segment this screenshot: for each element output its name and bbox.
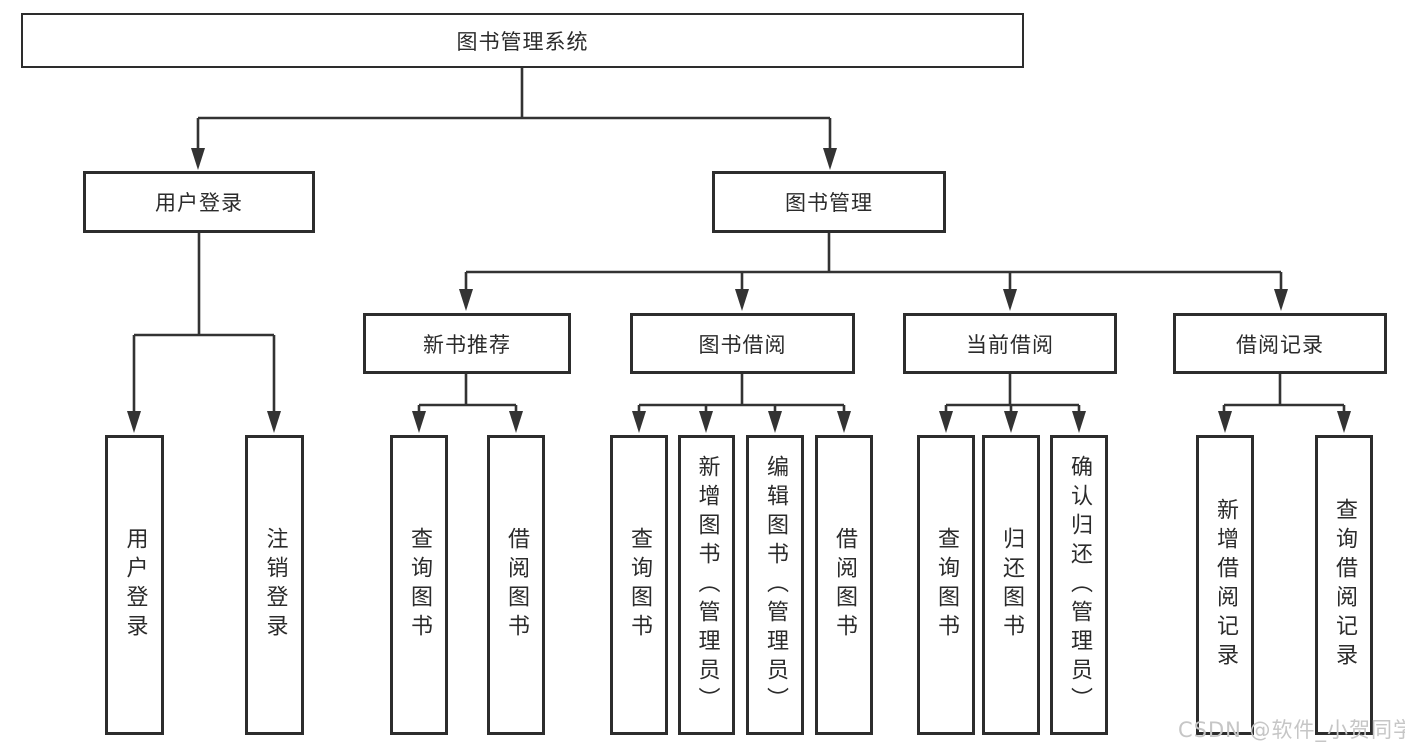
arrowhead [939, 411, 953, 433]
leaf-query-books-3: 查询图书 [917, 435, 975, 735]
arrowhead [191, 148, 205, 170]
connector-path [132, 66, 1346, 415]
leaf-add-books-admin: 新增图书（管理员） [678, 435, 735, 735]
node-label: 查询图书 [407, 527, 432, 643]
arrowhead [699, 411, 713, 433]
arrowhead [509, 411, 523, 433]
node-label: 借阅图书 [504, 527, 529, 643]
node-label: 图书管理系统 [456, 29, 589, 54]
arrowhead [735, 289, 749, 311]
arrowhead [459, 289, 473, 311]
arrowhead [267, 411, 281, 433]
node-label: 确认归还（管理员） [1067, 454, 1092, 716]
leaf-query-borrow-record: 查询借阅记录 [1315, 435, 1373, 735]
node-label: 图书借阅 [698, 332, 787, 357]
node-borrowing-records: 借阅记录 [1173, 313, 1387, 374]
arrowhead [632, 411, 646, 433]
leaf-borrow-books-2: 借阅图书 [815, 435, 873, 735]
node-label: 当前借阅 [966, 332, 1054, 357]
node-label: 借阅图书 [832, 527, 857, 643]
node-label: 查询图书 [934, 527, 959, 643]
arrowhead [1337, 411, 1351, 433]
node-label: 新书推荐 [423, 332, 511, 357]
arrowhead [823, 148, 837, 170]
node-label: 用户登录 [155, 191, 243, 215]
arrowhead [412, 411, 426, 433]
leaf-add-borrow-record: 新增借阅记录 [1196, 435, 1254, 735]
arrowhead [1003, 289, 1017, 311]
leaf-query-books-2: 查询图书 [610, 435, 668, 735]
node-book-management-branch: 图书管理 [712, 171, 946, 233]
arrowhead [1274, 289, 1288, 311]
node-label: 新增借阅记录 [1213, 498, 1238, 672]
arrowhead [1072, 411, 1086, 433]
leaf-query-books-1: 查询图书 [390, 435, 448, 735]
node-label: 新增图书（管理员） [694, 454, 720, 716]
leaf-user-login: 用户登录 [105, 435, 164, 735]
node-label: 借阅记录 [1236, 332, 1324, 357]
arrowhead [1004, 411, 1018, 433]
node-current-borrowing: 当前借阅 [903, 313, 1117, 374]
leaf-confirm-return-admin: 确认归还（管理员） [1050, 435, 1108, 735]
node-label: 编辑图书（管理员） [763, 454, 788, 716]
node-new-book-recommendation: 新书推荐 [363, 313, 571, 374]
arrowhead [768, 411, 782, 433]
leaf-return-books: 归还图书 [982, 435, 1040, 735]
arrowheads [127, 148, 1351, 433]
leaf-edit-books-admin: 编辑图书（管理员） [746, 435, 804, 735]
node-label: 用户登录 [122, 527, 148, 643]
node-book-borrowing: 图书借阅 [630, 313, 855, 374]
arrowhead [837, 411, 851, 433]
leaf-borrow-books-1: 借阅图书 [487, 435, 545, 735]
node-label: 查询借阅记录 [1332, 498, 1357, 672]
node-user-login-branch: 用户登录 [83, 171, 315, 233]
node-root-system: 图书管理系统 [21, 13, 1024, 68]
csdn-watermark: CSDN @软件_小贺同学 [1178, 718, 1405, 742]
arrowhead [1218, 411, 1232, 433]
leaf-logout: 注销登录 [245, 435, 304, 735]
node-label: 注销登录 [262, 527, 288, 643]
node-label: 查询图书 [627, 527, 652, 643]
node-label: 归还图书 [999, 527, 1024, 643]
arrowhead [127, 411, 141, 433]
node-label: 图书管理 [785, 191, 873, 215]
